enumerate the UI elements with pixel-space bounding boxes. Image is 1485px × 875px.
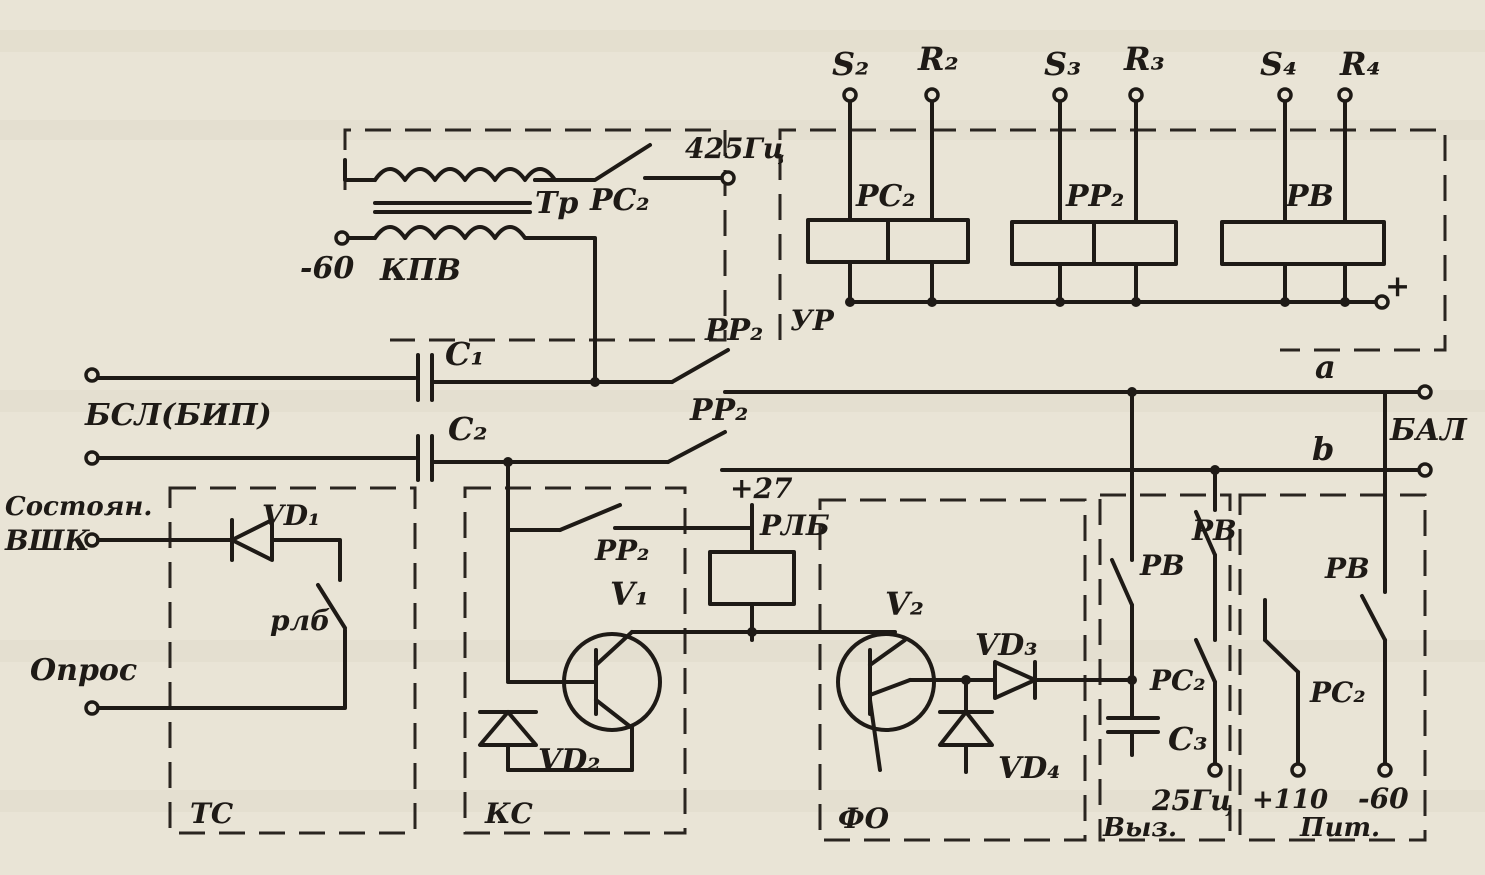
label-vd1: VD₁: [262, 499, 320, 532]
label-pp2-c: РР₂: [594, 534, 649, 567]
label-pp2-relay: РР₂: [1065, 179, 1124, 214]
terminal-s4: [1277, 87, 1293, 103]
label-opros: Опрос: [30, 653, 137, 688]
label-vd2: VD₂: [538, 743, 600, 778]
label-rc2-relay: РС₂: [855, 179, 916, 214]
contact-pp2-c: [558, 503, 622, 532]
label-pp2-b: РР₂: [689, 393, 748, 428]
label-r3: R₃: [1123, 40, 1165, 78]
label-vd4: VD₄: [998, 751, 1060, 786]
label-kc: КС: [484, 797, 533, 830]
label-r4: R₄: [1339, 45, 1381, 83]
relay-pv: [1220, 87, 1386, 304]
terminal-s2: [842, 87, 858, 103]
relay-pp2: [1010, 87, 1178, 304]
label-pit: Пит.: [1299, 813, 1380, 843]
label-pv-relay: РВ: [1285, 179, 1334, 214]
label-state: Состоян.: [5, 492, 152, 522]
contact-pv-b: [1194, 510, 1217, 557]
transformer-tr: [334, 143, 736, 384]
block-vyz: [1106, 387, 1223, 778]
label-pv-c: РВ: [1324, 552, 1370, 585]
label-b: b: [1312, 430, 1334, 468]
label-s4: S₄: [1260, 45, 1297, 83]
block-fo: [836, 632, 1134, 774]
block-tc: [84, 518, 347, 716]
terminal-r2: [924, 87, 940, 103]
terminal-r4: [1337, 87, 1353, 103]
contact-rlb: [316, 583, 347, 630]
label-vyz: Выз.: [1102, 813, 1177, 843]
label-tr: Тр: [535, 186, 578, 221]
contact-rc2-c: [1263, 638, 1300, 674]
diode-vd3: [993, 660, 1037, 700]
terminal-s3: [1052, 87, 1068, 103]
label-s3: S₃: [1044, 45, 1081, 83]
label-tc: ТС: [190, 797, 234, 830]
label-s2: S₂: [832, 45, 869, 83]
label-up: УР: [790, 304, 835, 337]
terminal-425hz: [720, 170, 736, 186]
terminal-plus110: [1290, 762, 1306, 778]
label-vshk: ВШК: [4, 524, 90, 557]
label-c3: C₃: [1168, 720, 1207, 758]
label-pv-a: РВ: [1139, 549, 1185, 582]
terminal-bal-b: [1417, 462, 1433, 478]
block-boundaries: [168, 128, 1447, 842]
contact-pv-c: [1360, 594, 1387, 642]
terminal-plus: [1374, 294, 1390, 310]
label-plus110: +110: [1252, 785, 1328, 815]
terminal-bsl-a: [84, 367, 100, 383]
label-rc2-top: РС₂: [589, 183, 650, 218]
contact-pp2-a: [670, 348, 730, 384]
label-plus27: +27: [730, 472, 793, 505]
line-a: [84, 348, 1433, 402]
terminal-r3: [1128, 87, 1144, 103]
terminal-opros: [84, 700, 100, 716]
label-rlb-relay: РЛБ: [759, 509, 830, 542]
label-rc2-c: РС₂: [1309, 676, 1366, 709]
label-kpv: КПВ: [379, 253, 461, 288]
relay-coil-pv: [1220, 220, 1386, 266]
label-bal: БАЛ: [1389, 413, 1468, 448]
relay-rc2: [806, 87, 970, 304]
label-c1: C₁: [445, 335, 484, 373]
contact-rc2-b: [1194, 638, 1217, 684]
label-v1: V₁: [610, 575, 649, 613]
label-vd3: VD₃: [975, 628, 1037, 663]
label-pv-b: РВ: [1191, 514, 1237, 547]
label-a: a: [1315, 348, 1336, 386]
block-pit: [1263, 468, 1393, 778]
terminal-minus60-left: [334, 230, 350, 246]
label-pp2-a: РР₂: [704, 313, 763, 348]
terminal-25hz: [1207, 762, 1223, 778]
labels: S₂ R₂ S₃ R₃ S₄ R₄ 425Гц Тр РС₂ РС₂ РР₂ Р…: [4, 40, 1468, 843]
label-rc2-b: РС₂: [1149, 664, 1206, 697]
terminal-bal-a: [1417, 384, 1433, 400]
block-kc: [478, 460, 897, 772]
label-rlb-contact: рлб: [270, 604, 330, 637]
label-minus60-right: -60: [1358, 782, 1409, 815]
contact-pv-a: [1110, 558, 1134, 607]
line-b: [84, 430, 1433, 482]
label-fo: ФО: [838, 802, 890, 835]
label-v2: V₂: [885, 585, 924, 623]
label-c2: C₂: [448, 410, 487, 448]
label-25hz: 25Гц: [1151, 784, 1233, 817]
contact-pp2-b: [666, 430, 727, 464]
terminal-minus60-right: [1377, 762, 1393, 778]
label-minus60-left: -60: [300, 251, 354, 286]
label-425hz: 425Гц: [685, 132, 785, 165]
label-plus: +: [1385, 269, 1410, 304]
label-r2: R₂: [917, 40, 959, 78]
label-bsl: БСЛ(БИП): [84, 398, 272, 433]
